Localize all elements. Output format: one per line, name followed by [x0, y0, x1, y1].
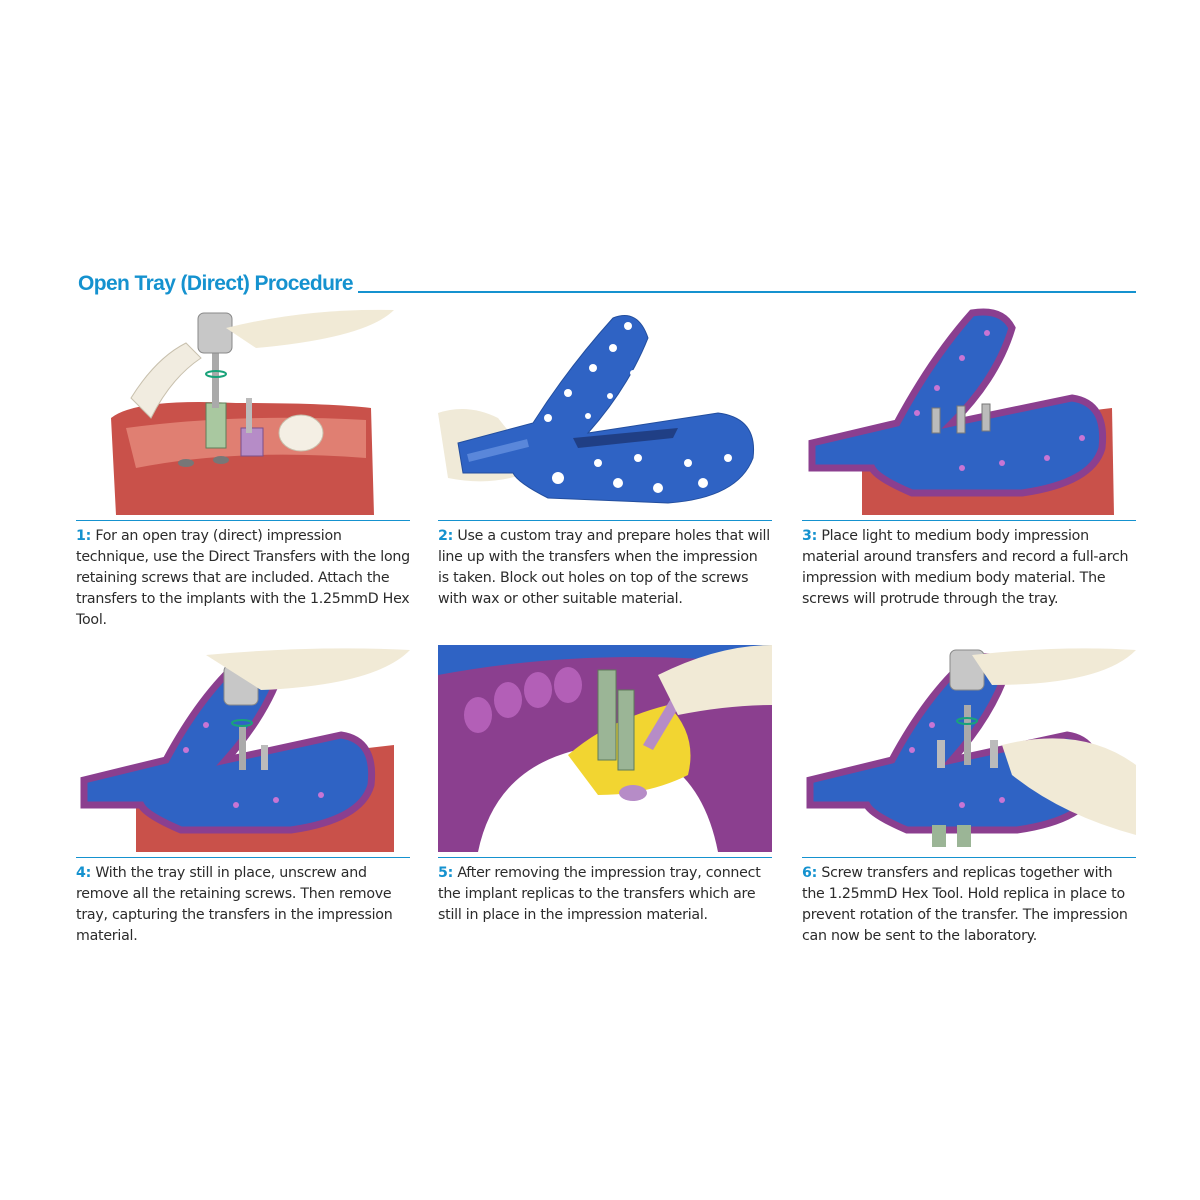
step-number: 3: — [802, 528, 818, 544]
step-5: 5: After removing the impression tray, c… — [438, 645, 772, 926]
step-caption: 1: For an open tray (direct) impression … — [76, 526, 410, 631]
illustration-custom-tray — [438, 315, 755, 504]
illustration-impression-taken — [808, 308, 1114, 515]
step-caption: 3: Place light to medium body impression… — [802, 526, 1136, 610]
step-caption: 6: Screw transfers and replicas together… — [802, 863, 1136, 947]
divider — [76, 520, 410, 521]
step-2: 2: Use a custom tray and prepare holes t… — [438, 308, 772, 610]
step-caption: 2: Use a custom tray and prepare holes t… — [438, 526, 772, 610]
title-rule — [358, 291, 1136, 293]
page-title: Open Tray (Direct) Procedure — [78, 272, 354, 295]
step-text: With the tray still in place, unscrew an… — [76, 865, 393, 944]
illustration-transfer-attach — [111, 309, 394, 515]
divider — [802, 857, 1136, 858]
step-number: 4: — [76, 865, 92, 881]
step-text: Screw transfers and replicas together wi… — [802, 865, 1128, 944]
step-caption: 5: After removing the impression tray, c… — [438, 863, 772, 926]
step-3: 3: Place light to medium body impression… — [802, 308, 1136, 610]
step-number: 1: — [76, 528, 92, 544]
illustration-unscrew — [80, 648, 410, 852]
step-caption: 4: With the tray still in place, unscrew… — [76, 863, 410, 947]
divider — [802, 520, 1136, 521]
illustration-screw-together — [806, 648, 1136, 847]
divider — [438, 857, 772, 858]
step-number: 2: — [438, 528, 454, 544]
illustration-connect-replicas — [438, 645, 772, 852]
step-1: 1: For an open tray (direct) impression … — [76, 308, 410, 631]
step-text: After removing the impression tray, conn… — [438, 865, 761, 923]
step-number: 5: — [438, 865, 454, 881]
step-text: Place light to medium body impression ma… — [802, 528, 1129, 607]
step-text: Use a custom tray and prepare holes that… — [438, 528, 770, 607]
step-number: 6: — [802, 865, 818, 881]
step-text: For an open tray (direct) impression tec… — [76, 528, 410, 628]
step-6: 6: Screw transfers and replicas together… — [802, 645, 1136, 947]
divider — [438, 520, 772, 521]
step-4: 4: With the tray still in place, unscrew… — [76, 645, 410, 947]
divider — [76, 857, 410, 858]
